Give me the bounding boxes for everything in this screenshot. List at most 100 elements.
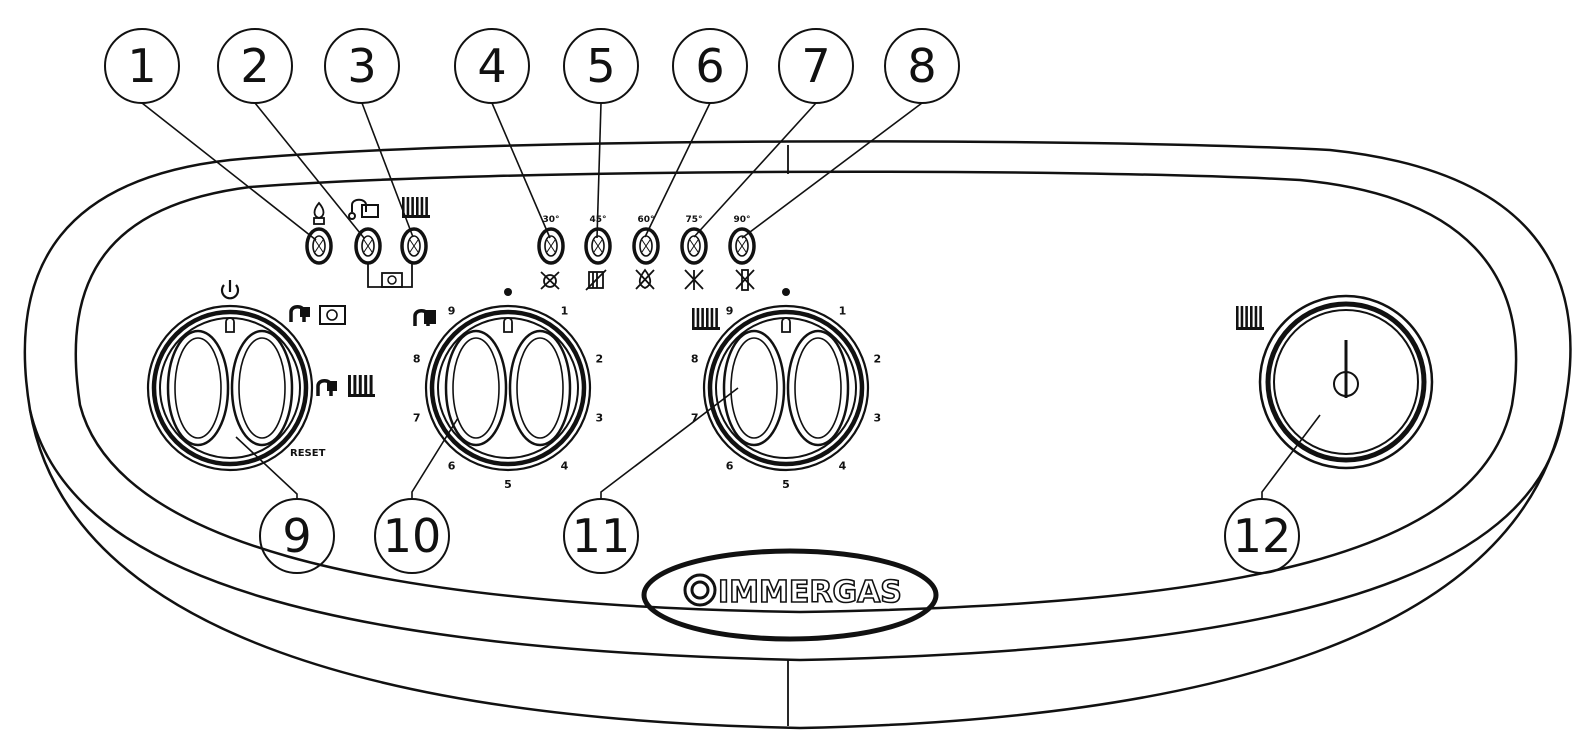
callout-7: 7 [778,28,854,104]
radiator-fin [1236,306,1239,330]
callout-leader-line [596,102,602,239]
callout-leader-line [254,102,365,239]
dial-tick-label: 2 [873,352,881,365]
selector-knob[interactable] [146,304,314,472]
fan-icon [540,271,560,290]
callout-number: 12 [1233,509,1292,563]
callout-number: 9 [282,509,311,563]
indicator-led-7 [680,227,708,265]
radiator-base [692,327,720,330]
tap-radiator-icon [316,375,375,397]
temperature-label: 90° [733,215,750,225]
radiator-fin [692,308,695,330]
water-crossed-icon [684,269,704,290]
brand-logo: IMMERGAS [641,548,939,642]
radiator-crossed-icon [585,269,607,291]
radiator-fin [1245,306,1248,330]
callout-number: 10 [383,509,442,563]
dial-tick-label: 1 [839,304,847,317]
panel-inner-face [74,170,1518,614]
radiator-fin [420,197,424,218]
dial-tick-label: 9 [448,304,456,317]
radiator-base [402,215,430,218]
radiator-fin [701,308,704,330]
radiator-fin [406,197,410,218]
dial-tick-label: 8 [413,352,421,365]
callout-leader-line [411,417,459,499]
callout-number: 7 [801,39,830,93]
reset-label: RESET [290,448,326,459]
dial-tick-label: 7 [413,412,421,425]
dhw-tap-icon [413,309,436,326]
dial-tick-label: 7 [691,412,699,425]
callout-number: 6 [695,39,724,93]
callout-11: 11 [563,498,639,574]
callout-number: 1 [127,39,156,93]
temperature-label: 30° [542,215,559,225]
panel-bottom-edge [28,409,1566,730]
indicator-led-4 [537,227,565,265]
gauge-radiator-icon [1236,306,1264,330]
radiator-fin [715,308,718,330]
pump-crossed-icon [735,269,755,291]
radiator-fin [1240,306,1244,330]
radiator-fin [1250,306,1253,330]
dial-tick-label: 3 [873,412,881,425]
radiator-fin [411,197,414,218]
indicator-led-3 [400,227,428,265]
dial-tick-label: 9 [726,304,734,317]
dial-tick-label: 5 [504,478,512,491]
indicator-led-5 [584,227,612,265]
radiator-fin [364,375,368,397]
temperature-label: 60° [637,215,654,225]
callout-1: 1 [104,28,180,104]
temperature-label: 75° [685,215,702,225]
power-icon [220,280,240,300]
callout-10: 10 [374,498,450,574]
dial-tick-label: 2 [595,352,603,365]
heating-temperature-knob[interactable] [702,304,870,472]
radiator-fin [425,197,428,218]
radiator-fin [416,197,419,218]
radiator-fin [710,308,714,330]
callout-leader-line [600,387,739,499]
clock-bracket [367,262,413,288]
radiator-fin [706,308,709,330]
radiator-base [348,394,375,397]
radiator-fin [358,375,362,397]
tap-icon [348,198,379,220]
callout-leader-line [644,102,711,238]
radiator-fin [369,375,373,397]
callout-4: 4 [454,28,530,104]
flame-icon [313,201,325,225]
callout-leader-line [491,102,551,239]
indicator-led-6 [632,227,660,265]
radiator-fin [402,197,405,218]
dial-off-dot [782,288,790,296]
dial-tick-label: 6 [448,460,456,473]
radiator-fin [1259,306,1262,330]
dial-tick-label: 4 [839,460,847,473]
radiator-icon [402,197,430,218]
callout-12: 12 [1224,498,1300,574]
callout-leader-line [235,436,298,499]
radiator-fin [348,375,351,397]
dhw-temperature-knob[interactable] [424,304,592,472]
pressure-gauge [1258,294,1434,470]
callout-leader-line [1261,414,1321,499]
dial-tick-label: 6 [726,460,734,473]
callout-leader-line [141,102,317,241]
callout-2: 2 [217,28,293,104]
flame-crossed-icon [635,268,655,290]
indicator-led-8 [728,227,756,265]
dial-tick-label: 5 [782,478,790,491]
callout-number: 8 [907,39,936,93]
callout-3: 3 [324,28,400,104]
tap-clock-icon [289,305,346,325]
callout-leader-line [361,102,414,238]
dial-tick-label: 3 [595,412,603,425]
indicator-led-1 [305,227,333,265]
dial-off-dot [504,288,512,296]
